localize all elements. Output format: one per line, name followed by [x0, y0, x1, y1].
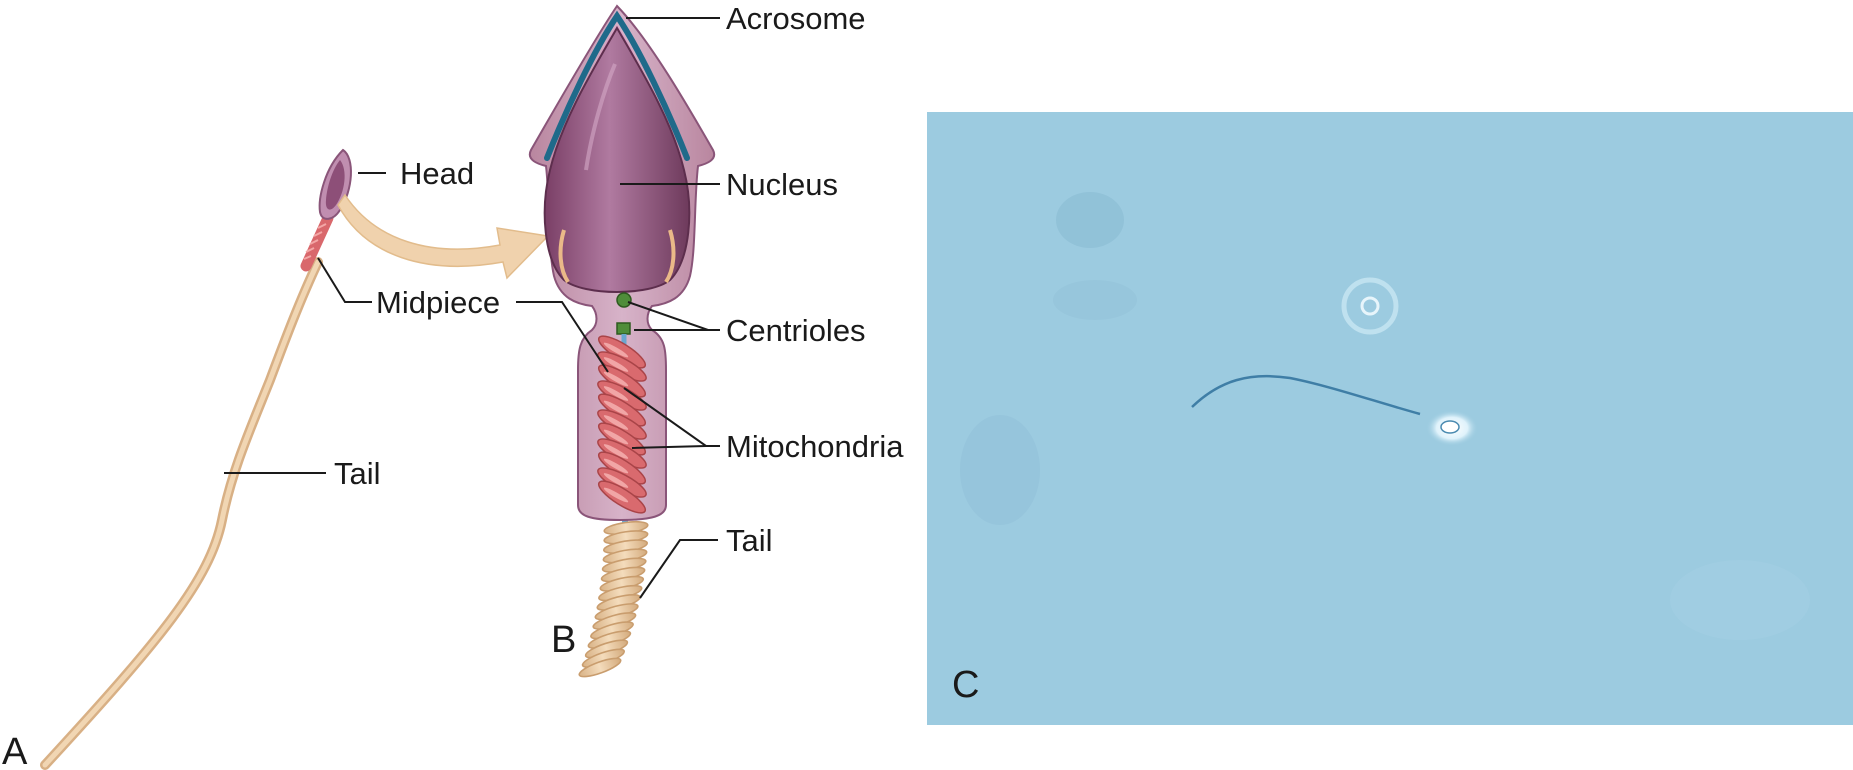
sperm-b-centriole-lower: [616, 322, 631, 335]
leader-midpiece-b: [516, 301, 609, 373]
panel-label-b: B: [551, 619, 576, 661]
sperm-a-midpiece: [300, 212, 334, 272]
label-tail-b: Tail: [726, 523, 773, 558]
label-mitochondria: Mitochondria: [726, 429, 904, 464]
mitochondrion-highlight: [603, 415, 629, 430]
sperm-b-nucleus: [543, 25, 691, 293]
mitochondrion-highlight: [603, 429, 629, 445]
label-nucleus: Nucleus: [726, 167, 838, 202]
mitochondrion-highlight: [603, 444, 629, 459]
sperm-a-tail: [40, 257, 323, 770]
head-zoom-arrow: [337, 193, 550, 280]
leader-midpiece: [317, 257, 372, 303]
sperm-b-acrosome: [544, 10, 690, 161]
mitochondrion-highlight: [603, 342, 629, 358]
sperm-b-tail: [578, 519, 649, 678]
label-tail-a: Tail: [334, 456, 381, 491]
leader-tail-b: [639, 539, 718, 599]
leader-mitochondria: [623, 387, 720, 449]
mitochondrion-highlight: [603, 371, 629, 387]
label-centrioles: Centrioles: [726, 313, 866, 348]
mitochondrion-highlight: [603, 458, 629, 474]
panel-c-micrograph: C: [927, 112, 1853, 725]
label-acrosome: Acrosome: [726, 1, 866, 36]
leader-centrioles: [627, 301, 720, 331]
panel-label-a: A: [2, 731, 28, 770]
mitochondrion-highlight: [603, 386, 629, 401]
label-head: Head: [400, 156, 474, 191]
tail-coil: [578, 657, 622, 678]
mitochondrion-highlight: [603, 473, 629, 488]
panel-a-whole-sperm: Head Midpiece Tail A: [2, 148, 550, 770]
sperm-b-centriole-upper: [616, 292, 632, 308]
mitochondrion-highlight: [603, 400, 629, 416]
label-midpiece: Midpiece: [376, 285, 500, 320]
mitochondrion-highlight: [603, 357, 629, 372]
micrograph-sperm: [1191, 374, 1478, 446]
mitochondrion-highlight: [603, 487, 629, 503]
sperm-b-mitochondria: [597, 335, 647, 514]
panel-label-c: C: [952, 664, 979, 706]
panel-b-sperm-anatomy: Acrosome Nucleus Centrioles Mitochondria…: [516, 1, 904, 678]
